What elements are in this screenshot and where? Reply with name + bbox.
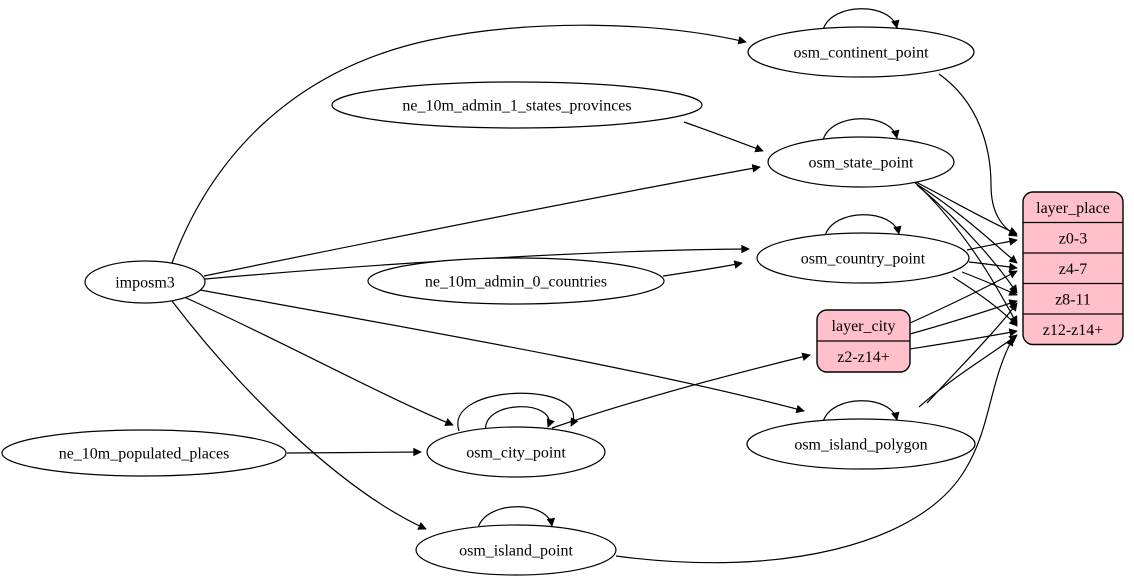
table-ellipse [367, 257, 665, 305]
edge-osm_state_point-to-layer_place:z0-3 [911, 179, 1018, 235]
table-label: osm_country_point [801, 251, 926, 268]
node-osm_island_point: osm_island_point [415, 524, 617, 576]
edge-osm_continent_point-to-osm_continent_point [822, 8, 900, 31]
node-ne_10m_admin_0_countries: ne_10m_admin_0_countries [367, 257, 665, 305]
record-row-label-z8-11: z8-11 [1055, 291, 1091, 308]
edge-osm_country_point-to-layer_place:z4-7 [968, 261, 1018, 272]
edge-layer_city-to-layer_place:z8-11 [909, 299, 1018, 335]
edge-layer_city-to-layer_place:z4-7 [909, 270, 1018, 324]
edge-osm_island_polygon-to-layer_place:z8-11 [926, 302, 1018, 404]
table-ellipse [747, 26, 975, 78]
edge-osm_island_point-to-osm_island_point [477, 506, 556, 529]
edge-osm_state_point-to-layer_place:z8-11 [916, 184, 1018, 294]
edge-osm_island_point-to-layer_place:z12-z14+ [615, 337, 1014, 564]
record-row-label-z0-3: z0-3 [1059, 230, 1087, 247]
edge-osm_island_polygon-to-osm_island_polygon [822, 400, 900, 423]
node-layer_place: layer_place z0-3 z4-7 z8-11 z12-z14+ [1022, 191, 1124, 346]
edge-layer_city-to-layer_place:z12-z14+ [909, 328, 1018, 350]
node-ne_10m_populated_places: ne_10m_populated_places [1, 429, 287, 477]
edge-imposm3-to-osm_island_polygon [199, 289, 805, 414]
node-layer: imposm3 ne_10m_admin_1_states_provincesne… [1, 26, 1124, 576]
table-ellipse [331, 81, 703, 129]
node-osm_state_point: osm_state_point [767, 136, 955, 188]
edge-osm_country_point-to-layer_place:z0-3 [966, 237, 1018, 251]
edge-osm_state_point-to-osm_state_point [822, 118, 900, 141]
node-osm_continent_point: osm_continent_point [747, 26, 975, 78]
edge-osm_continent_point-to-layer_place:z0-3 [938, 73, 1018, 237]
edge-osm_country_point-to-layer_place:z12-z14+ [952, 276, 1018, 327]
edge-osm_city_point-to-osm_city_point [457, 392, 579, 432]
table-label: osm_state_point [809, 155, 914, 172]
edge-osm_city_point-to-osm_city_point [485, 406, 555, 434]
table-label: ne_10m_admin_1_states_provinces [402, 98, 631, 115]
table-label: imposm3 [115, 275, 175, 292]
table-ellipse [1, 429, 287, 477]
node-osm_city_point: osm_city_point [426, 426, 606, 478]
record-box [1022, 191, 1124, 346]
node-ne_10m_admin_1_states_provinces: ne_10m_admin_1_states_provinces [331, 81, 703, 129]
table-ellipse [767, 136, 955, 188]
edge-imposm3-to-osm_city_point [183, 296, 454, 427]
record-row-label-z2-z14+: z2-z14+ [837, 349, 890, 366]
edge-osm_state_point-to-layer_place:z12-z14+ [918, 185, 1018, 325]
edge-osm_country_point-to-osm_country_point [824, 214, 902, 237]
table-ellipse [84, 260, 206, 304]
edge-osm_state_point-to-layer_place:z4-7 [914, 182, 1018, 264]
edge-ne_10m_admin_0_countries-to-osm_country_point [662, 260, 743, 277]
node-osm_island_polygon: osm_island_polygon [746, 418, 976, 470]
table-label: osm_continent_point [793, 45, 929, 62]
edge-ne_10m_admin_1_states_provinces-to-osm_state_point [683, 121, 764, 153]
edge-imposm3-to-osm_state_point [203, 164, 761, 277]
record-row-label-z4-7: z4-7 [1059, 261, 1087, 278]
record-row-label-layer_place: layer_place [1036, 200, 1110, 217]
record-row-label-layer_city: layer_city [832, 318, 896, 335]
table-ellipse [415, 524, 617, 576]
edge-ne_10m_populated_places-to-osm_city_point [286, 447, 422, 457]
table-ellipse [746, 418, 976, 470]
table-label: osm_island_point [459, 543, 573, 560]
record-row-label-z12-z14+: z12-z14+ [1043, 322, 1104, 339]
edge-layer [171, 8, 1018, 564]
table-label: osm_island_polygon [794, 437, 927, 454]
edge-imposm3-to-osm_continent_point [171, 24, 747, 264]
table-ellipse [426, 426, 606, 478]
node-imposm3: imposm3 [84, 260, 206, 304]
edge-osm_country_point-to-layer_place:z8-11 [961, 271, 1018, 296]
node-osm_country_point: osm_country_point [756, 232, 970, 284]
table-label: ne_10m_admin_0_countries [425, 274, 607, 291]
node-layer_city: layer_city z2-z14+ [816, 309, 911, 373]
table-ellipse [756, 232, 970, 284]
edge-osm_city_point-to-layer_city:z2-z14+ [551, 352, 811, 429]
table-label: osm_city_point [466, 445, 566, 462]
table-label: ne_10m_populated_places [59, 446, 230, 463]
edge-imposm3-to-osm_island_point [171, 300, 427, 530]
